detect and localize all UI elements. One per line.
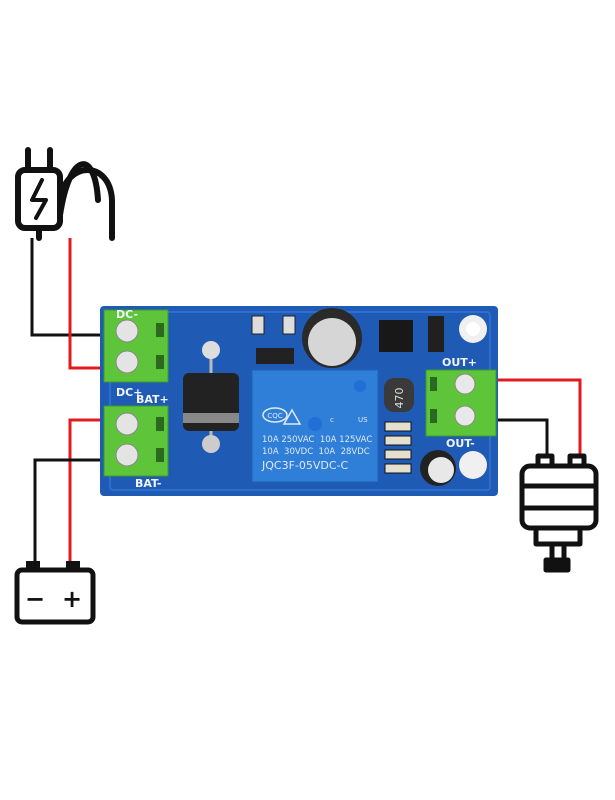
pcb-board: DC- DC+ BAT+ BAT- 470	[100, 306, 498, 496]
out-minus-label: OUT-	[446, 437, 475, 450]
mounting-hole	[459, 451, 487, 479]
battery-minus-label: −	[25, 585, 45, 613]
wires	[30, 238, 582, 562]
charger-positive-wire	[68, 238, 110, 370]
out-plus-label: OUT+	[442, 356, 477, 369]
motor-negative-wire	[492, 418, 549, 458]
relay-rating-line1: 10A 250VAC 10A 125VAC	[262, 435, 372, 445]
battery-icon: − +	[14, 561, 96, 625]
bat-terminal-block	[103, 405, 169, 477]
ic-chip	[379, 320, 413, 352]
relay-us-mark: US	[358, 416, 368, 424]
smd-diode	[256, 348, 294, 364]
charger-negative-wire	[30, 238, 110, 337]
smd-components	[384, 421, 412, 474]
bat-plus-label: BAT+	[136, 393, 169, 406]
battery-plus-label: +	[62, 585, 82, 613]
battery-negative-wire	[33, 458, 110, 562]
inductor: 470	[384, 378, 414, 412]
dc-plus-label: DC+	[116, 386, 142, 399]
out-terminal-block	[425, 369, 497, 437]
relay-rating-line2: 10A 30VDC 10A 28VDC	[262, 447, 370, 457]
dc-terminal-block	[103, 309, 169, 383]
charger-plug-icon	[15, 147, 115, 241]
smd-resistor	[251, 315, 265, 335]
smd-led	[282, 315, 296, 335]
relay-cert-mark: CQC	[267, 412, 282, 420]
electrolytic-capacitor	[302, 308, 362, 368]
dc-motor-icon	[519, 453, 599, 573]
relay-c-mark: c	[330, 416, 334, 424]
diode	[183, 341, 239, 453]
bat-minus-label: BAT-	[135, 477, 162, 490]
inductor-marking: 470	[393, 388, 406, 409]
battery-positive-wire	[68, 418, 110, 562]
relay-model: JQC3F-05VDC-C	[261, 459, 349, 472]
small-capacitor	[420, 450, 456, 486]
smd-diode-right	[428, 316, 444, 352]
motor-positive-wire	[492, 378, 582, 458]
relay: CQC c US 10A 250VAC 10A 125VAC 10A 30VDC…	[251, 369, 379, 483]
dc-minus-label: DC-	[116, 308, 138, 321]
